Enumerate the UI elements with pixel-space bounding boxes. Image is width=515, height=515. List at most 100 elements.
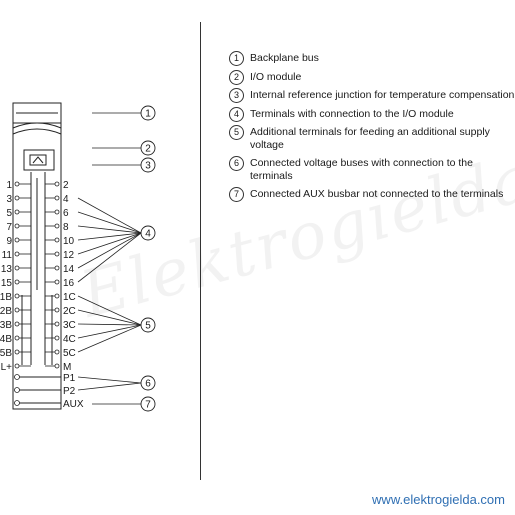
terminal-screw <box>14 349 20 355</box>
terminal-label-left: 3 <box>6 194 12 205</box>
bus-label: P1 <box>63 373 76 384</box>
terminal-screw <box>14 237 20 243</box>
terminal-label-left: 7 <box>6 222 12 233</box>
bus-terminal <box>14 400 20 406</box>
callout-number: 4 <box>145 229 151 240</box>
terminal-screw <box>54 195 60 201</box>
bus-label: P2 <box>63 386 76 397</box>
terminal-label-left: L+ <box>1 362 13 373</box>
terminal-label-left: 9 <box>6 236 12 247</box>
legend-item: 3 Internal reference junction for tempera… <box>229 88 515 103</box>
terminal-screw <box>14 363 20 369</box>
terminal-screw <box>54 335 60 341</box>
terminal-label-right: 2C <box>63 306 76 317</box>
callout-line <box>77 232 142 241</box>
legend-text: Additional terminals for feeding an addi… <box>250 126 490 151</box>
callout-line <box>77 324 142 339</box>
callout-number: 7 <box>145 400 151 411</box>
callout-circle <box>140 105 156 121</box>
callout-line <box>77 197 142 234</box>
callout-line <box>77 309 142 326</box>
bus-terminal <box>14 387 20 393</box>
legend-item: 6 Connected voltage buses with connection… <box>229 156 515 182</box>
callout-number: 1 <box>145 109 151 120</box>
terminal-label-left: 5 <box>6 208 12 219</box>
terminal-screw <box>14 321 20 327</box>
terminal-label-left: 1B <box>0 292 12 303</box>
io-module <box>23 149 55 171</box>
terminal-screw <box>54 363 60 369</box>
terminal-screw <box>54 181 60 187</box>
terminal-screw <box>14 223 20 229</box>
terminal-label-right: 4C <box>63 334 76 345</box>
callout-line <box>77 324 142 353</box>
callout-circle <box>140 317 156 333</box>
terminal-label-right: 8 <box>63 222 69 233</box>
legend-text: Connected voltage buses with connection … <box>250 157 473 182</box>
callout-circle <box>140 396 156 412</box>
legend-text: Connected AUX busbar not connected to th… <box>250 188 504 200</box>
terminal-label-left: 4B <box>0 334 12 345</box>
callout-line <box>77 376 142 384</box>
terminal-label-right: 6 <box>63 208 69 219</box>
legend-text: Internal reference junction for temperat… <box>250 89 515 101</box>
terminal-label-right: 16 <box>63 278 75 289</box>
terminal-label-right: 3C <box>63 320 76 331</box>
legend-number: 1 <box>229 51 244 66</box>
terminal-label-right: 14 <box>63 264 75 275</box>
callout-number: 2 <box>145 144 151 155</box>
callout-circle <box>140 225 156 241</box>
callout-circle <box>140 157 156 173</box>
callout-number: 6 <box>145 379 151 390</box>
callout-line <box>77 232 142 255</box>
footer-url[interactable]: www.elektrogielda.com <box>372 492 505 507</box>
terminal-screw <box>54 223 60 229</box>
reference-junction <box>29 154 47 166</box>
terminal-screw <box>14 209 20 215</box>
terminal-screw <box>14 335 20 341</box>
terminal-label-left: 13 <box>1 264 13 275</box>
terminal-screw <box>54 349 60 355</box>
divider <box>200 22 201 480</box>
terminal-screw <box>54 321 60 327</box>
terminal-label-right: 12 <box>63 250 75 261</box>
legend-number: 2 <box>229 69 244 85</box>
legend-number: 7 <box>229 187 244 202</box>
terminal-screw <box>14 265 20 271</box>
terminal-screw <box>54 209 60 215</box>
legend-number: 4 <box>229 106 244 122</box>
terminal-screw <box>14 307 20 313</box>
wiring-diagram: 135791113151B2B3B4B5BL+2468101214161C2C3… <box>0 102 156 412</box>
terminal-label-left: 1 <box>6 180 12 191</box>
terminal-label-right: 1C <box>63 292 76 303</box>
terminal-label-left: 3B <box>0 320 12 331</box>
terminal-screw <box>54 251 60 257</box>
bus-label: AUX <box>63 399 84 410</box>
terminal-label-left: 11 <box>2 250 13 261</box>
legend-number: 3 <box>229 88 244 103</box>
terminal-label-left: 2B <box>0 306 12 317</box>
callout-line <box>77 232 142 269</box>
legend-number: 5 <box>229 125 244 140</box>
terminal-screw <box>54 237 60 243</box>
terminal-label-right: 5C <box>63 348 76 359</box>
terminal-label-left: 15 <box>1 278 13 289</box>
legend-text: Backplane bus <box>250 52 319 64</box>
terminal-label-right: 4 <box>63 194 69 205</box>
terminal-screw <box>54 265 60 271</box>
terminal-screw <box>14 251 20 257</box>
callout-circle <box>140 375 156 391</box>
callout-line <box>77 382 142 391</box>
callout-line <box>77 211 142 234</box>
callout-number: 5 <box>145 321 151 332</box>
terminal-screw <box>14 195 20 201</box>
callout-line <box>77 295 142 326</box>
bus-terminal <box>14 374 20 380</box>
callout-line <box>77 323 142 326</box>
terminal-screw <box>54 307 60 313</box>
legend-number: 6 <box>229 156 244 171</box>
callout-number: 3 <box>145 161 151 172</box>
